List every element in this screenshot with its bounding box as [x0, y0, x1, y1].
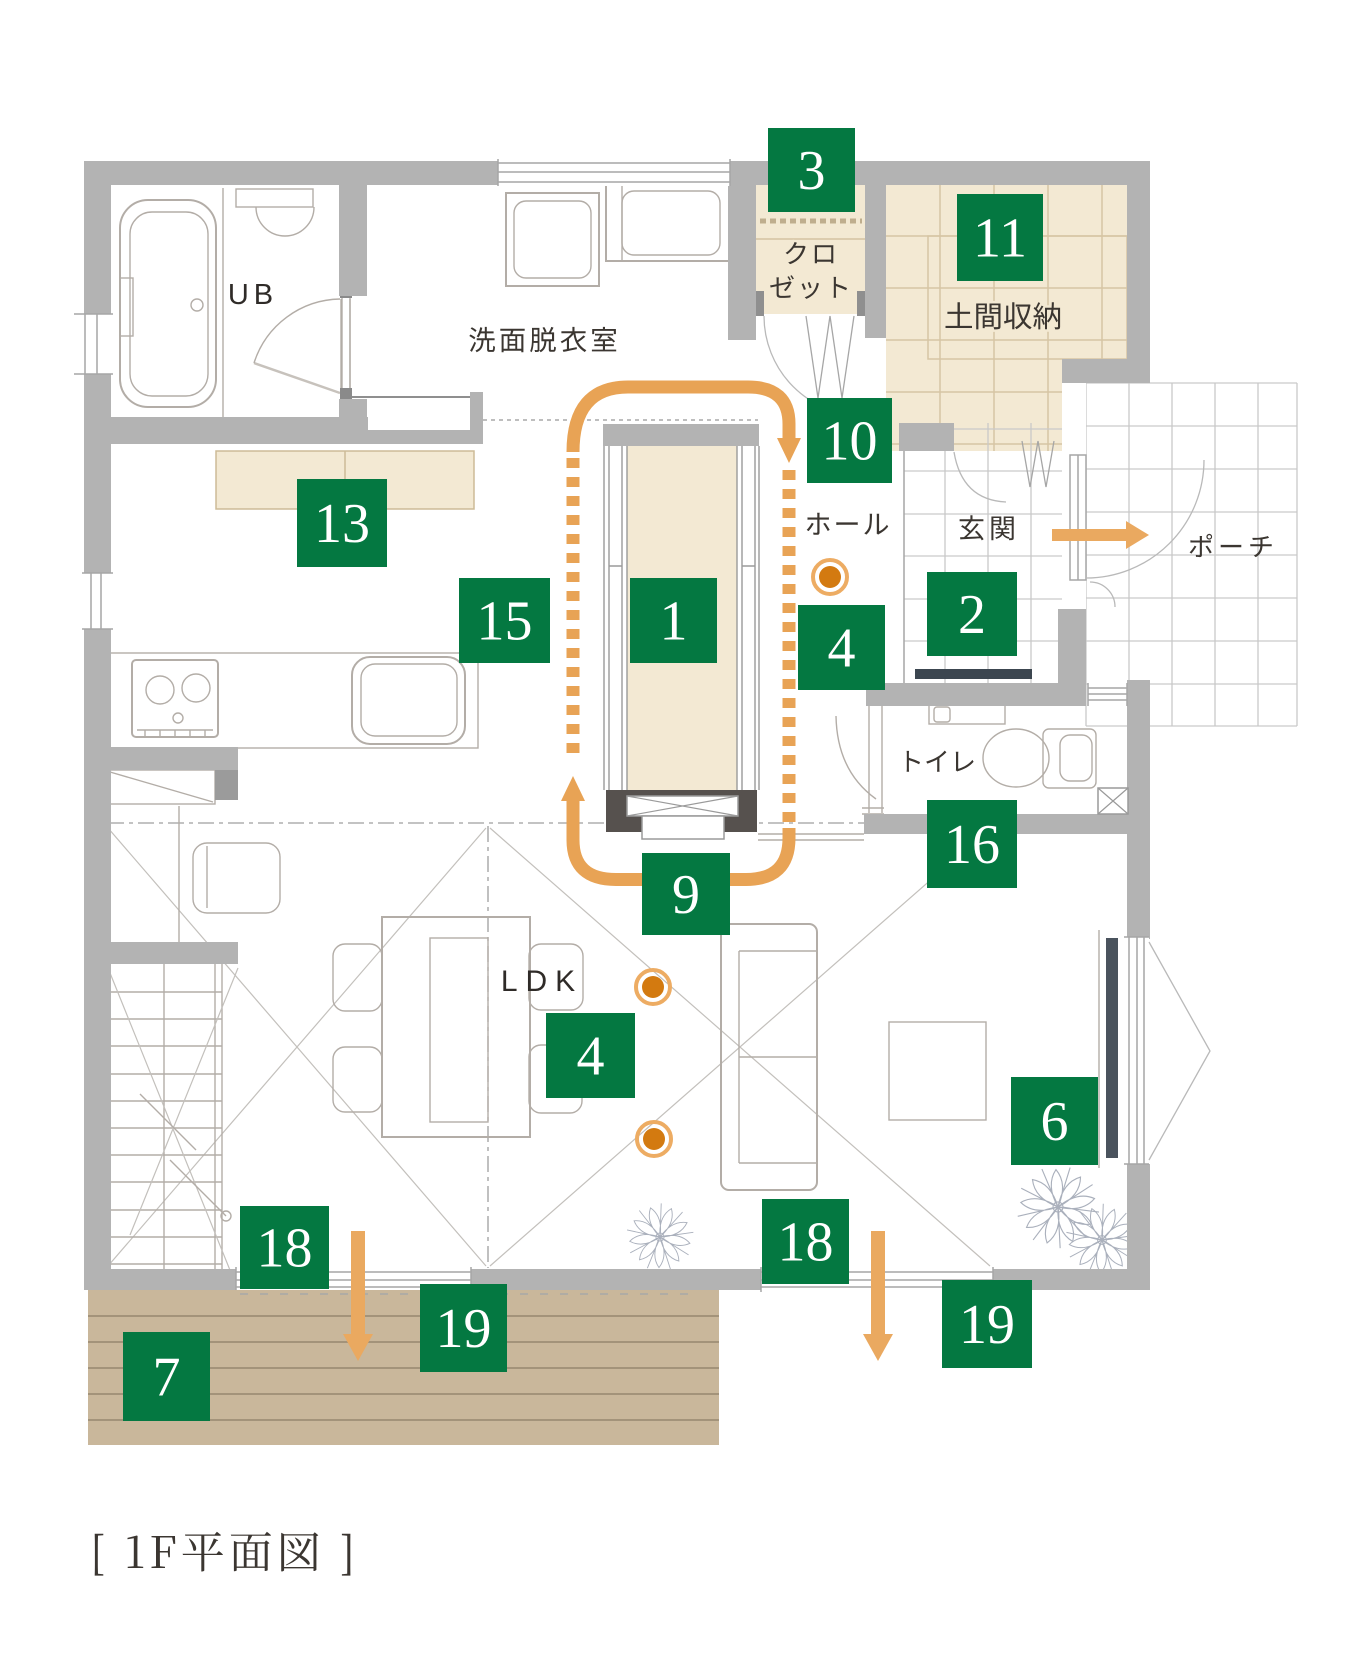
- svg-text:9: 9: [672, 864, 700, 926]
- svg-text:LDK: LDK: [501, 965, 583, 998]
- svg-text:15: 15: [477, 591, 533, 653]
- svg-text:10: 10: [822, 411, 878, 473]
- svg-text:4: 4: [577, 1026, 605, 1088]
- svg-text:3: 3: [798, 140, 826, 202]
- svg-text:18: 18: [778, 1212, 834, 1274]
- svg-text:4: 4: [828, 618, 856, 680]
- svg-text:19: 19: [959, 1294, 1015, 1356]
- svg-text:13: 13: [314, 493, 370, 555]
- svg-text:19: 19: [436, 1298, 492, 1360]
- svg-text:1: 1: [660, 591, 688, 653]
- svg-text:UB: UB: [228, 279, 278, 311]
- svg-text:11: 11: [973, 208, 1027, 270]
- svg-text:2: 2: [958, 584, 986, 646]
- svg-text:7: 7: [153, 1347, 181, 1409]
- svg-text:6: 6: [1041, 1091, 1069, 1153]
- svg-text:18: 18: [257, 1218, 313, 1280]
- svg-text:16: 16: [944, 814, 1000, 876]
